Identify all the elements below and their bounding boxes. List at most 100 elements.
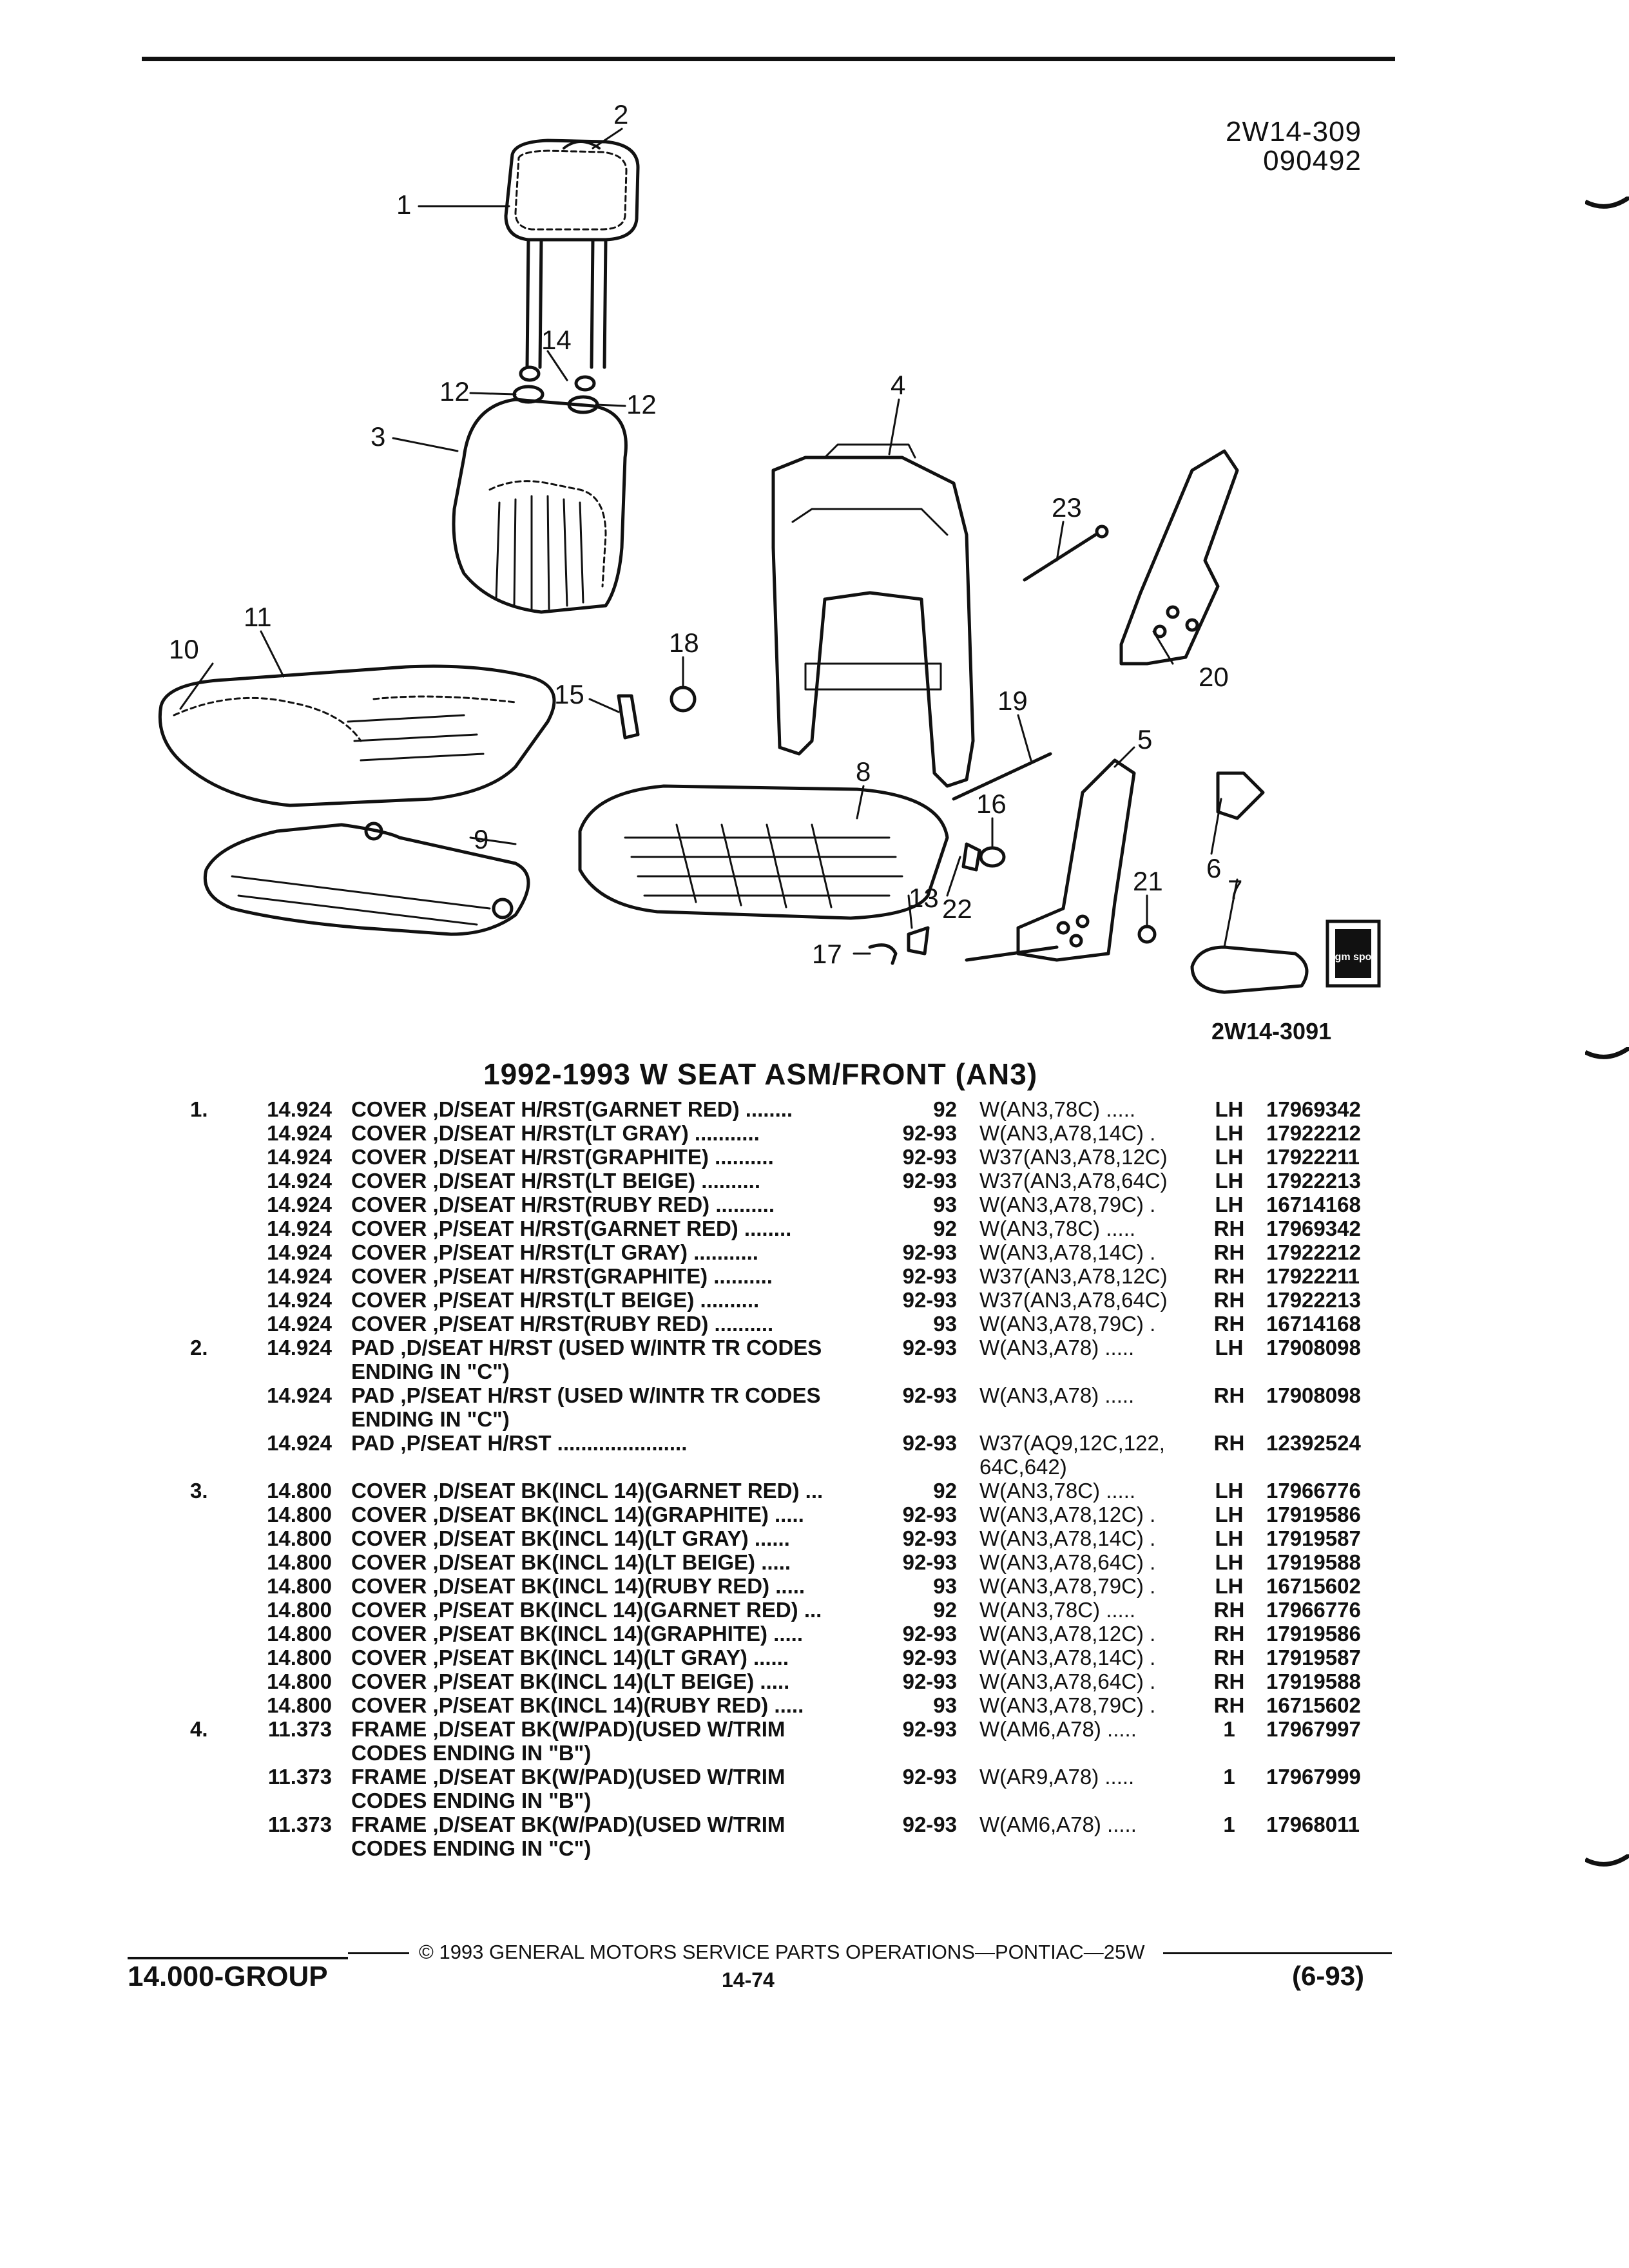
model-years: 92-93	[902, 1622, 957, 1646]
clip-part	[961, 842, 981, 872]
part-detail: ,D/SEAT BK(W/PAD)(USED W/TRIM	[432, 1765, 786, 1789]
quantity-side: RH	[1213, 1669, 1245, 1693]
model-years: 92	[933, 1097, 957, 1121]
part-description: COVER ,D/SEAT BK(INCL 14)(RUBY RED) ....…	[351, 1574, 805, 1598]
part-number: 17919587	[1266, 1526, 1361, 1550]
part-name: COVER	[351, 1646, 427, 1669]
part-description: COVER ,D/SEAT BK(INCL 14)(GARNET RED) ..…	[351, 1479, 823, 1503]
model-years: 92-93	[902, 1169, 957, 1193]
callout-18: 18	[669, 628, 699, 658]
group-number: 14.800	[267, 1693, 332, 1717]
model-years: 93	[933, 1193, 957, 1216]
part-number: 17919586	[1266, 1622, 1361, 1646]
part-name: COVER	[351, 1693, 427, 1717]
group-number: 11.373	[267, 1812, 332, 1836]
part-name: FRAME	[351, 1717, 427, 1741]
model-years: 93	[933, 1693, 957, 1717]
model-years: 92-93	[902, 1503, 957, 1526]
model-usage: W(AN3,A78,14C) .	[979, 1240, 1155, 1264]
headrest-part	[504, 139, 640, 369]
screw-part	[868, 943, 898, 965]
model-usage: W37(AN3,A78,64C)	[979, 1288, 1168, 1312]
part-detail: ,P/SEAT BK(INCL 14)(GARNET RED) ...	[432, 1598, 822, 1622]
group-number: 11.373	[267, 1717, 332, 1741]
part-description: COVER ,P/SEAT BK(INCL 14)(GRAPHITE) ....…	[351, 1622, 803, 1646]
quantity-side: LH	[1215, 1097, 1244, 1121]
part-detail: ,D/SEAT H/RST(LT BEIGE) ..........	[432, 1169, 760, 1193]
model-code-continued: 64C,642)	[979, 1455, 1067, 1479]
group-number: 14.924	[267, 1264, 332, 1288]
part-number: 17908098	[1266, 1336, 1361, 1360]
part-number: 17967997	[1266, 1717, 1361, 1741]
model-years: 92	[933, 1598, 957, 1622]
callout-12-right: 12	[626, 389, 657, 419]
model-years: 92-93	[902, 1288, 957, 1312]
quantity-side: RH	[1213, 1216, 1245, 1240]
part-detail: ,P/SEAT BK(INCL 14)(LT GRAY) ......	[432, 1646, 789, 1669]
quantity-side: RH	[1213, 1264, 1245, 1288]
model-years: 92	[933, 1479, 957, 1503]
quantity-side: RH	[1213, 1312, 1245, 1336]
model-usage: W37(AN3,A78,12C)	[979, 1264, 1168, 1288]
callout-10: 10	[169, 634, 199, 664]
lever-part	[1190, 945, 1309, 994]
model-years: 92-93	[902, 1765, 957, 1789]
callout-3: 3	[371, 421, 385, 452]
nut-part	[979, 846, 1006, 868]
part-detail: ,D/SEAT H/RST(GARNET RED) ........	[432, 1097, 793, 1121]
part-description: COVER ,P/SEAT BK(INCL 14)(GARNET RED) ..…	[351, 1598, 822, 1622]
model-years: 92-93	[902, 1526, 957, 1550]
quantity-side: LH	[1215, 1336, 1244, 1360]
model-code: W(AN3,A78,64C) .	[979, 1669, 1156, 1693]
retainer-part	[670, 686, 697, 713]
model-usage: W37(AN3,A78,64C)	[979, 1169, 1168, 1193]
model-code: W(AN3,A78,14C) .	[979, 1646, 1156, 1669]
model-code: W(AN3,A78,79C) .	[979, 1693, 1156, 1717]
quantity-side: 1	[1223, 1765, 1235, 1789]
part-name: COVER	[351, 1574, 427, 1598]
part-description: COVER ,P/SEAT BK(INCL 14)(LT GRAY) .....…	[351, 1646, 789, 1669]
part-description: COVER ,P/SEAT H/RST(LT GRAY) ...........	[351, 1240, 758, 1264]
part-name: COVER	[351, 1169, 427, 1193]
part-name: PAD	[351, 1431, 395, 1455]
part-detail: ,D/SEAT BK(INCL 14)(LT GRAY) ......	[432, 1526, 790, 1550]
model-code: W37(AN3,A78,12C)	[979, 1145, 1168, 1169]
binder-mark	[1585, 1047, 1629, 1059]
seat-cushion-part	[158, 664, 556, 807]
model-code: W(AN3,A78,14C) .	[979, 1121, 1156, 1145]
model-usage: W37(AN3,A78,12C)	[979, 1145, 1168, 1169]
callout-7: 7	[1228, 874, 1242, 905]
model-usage: W(AN3,A78,12C) .	[979, 1503, 1155, 1526]
part-detail: ,D/SEAT BK(W/PAD)(USED W/TRIM	[432, 1717, 786, 1741]
footer-copyright: © 1993 GENERAL MOTORS SERVICE PARTS OPER…	[419, 1941, 1145, 1963]
seat-back-part	[452, 398, 628, 614]
part-detail: ,D/SEAT BK(INCL 14)(RUBY RED) .....	[432, 1574, 805, 1598]
model-usage: W(AN3,78C) .....	[979, 1479, 1135, 1503]
part-number: 17919586	[1266, 1503, 1361, 1526]
part-description: COVER ,D/SEAT BK(INCL 14)(LT GRAY) .....…	[351, 1526, 790, 1550]
quantity-side: LH	[1215, 1121, 1244, 1145]
part-number: 12392524	[1266, 1431, 1361, 1455]
callout-17: 17	[812, 939, 842, 969]
model-years: 92-93	[902, 1336, 957, 1360]
seat-back-frame-part	[771, 443, 975, 788]
part-detail: ,P/SEAT H/RST (USED W/INTR TR CODES	[400, 1383, 821, 1407]
model-usage: W(AN3,A78,12C) .	[979, 1622, 1155, 1646]
model-usage: W37(AQ9,12C,122,64C,642)	[979, 1431, 1165, 1479]
model-usage: W(AM6,A78) .....	[979, 1717, 1137, 1741]
rod-part	[1023, 533, 1097, 582]
item-number: 3.	[190, 1479, 208, 1503]
item-number: 1.	[190, 1097, 208, 1121]
part-number: 17969342	[1266, 1097, 1361, 1121]
part-number: 17922212	[1266, 1240, 1361, 1264]
model-code: W37(AN3,A78,64C)	[979, 1288, 1168, 1312]
part-number: 17919588	[1266, 1669, 1361, 1693]
